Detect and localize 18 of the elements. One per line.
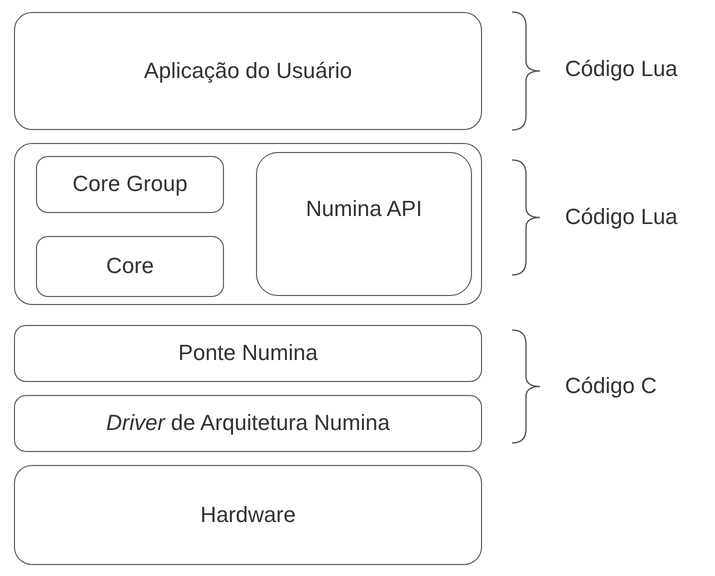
- code-type-label: Código C: [565, 373, 657, 399]
- layer-box: [14, 465, 482, 565]
- layer-label: Hardware: [200, 502, 296, 528]
- layer-label: Numina API: [304, 196, 424, 222]
- layer-label: Core Group: [72, 171, 188, 198]
- layer-box: [14, 325, 482, 382]
- layer-box: [14, 12, 482, 130]
- layer-box: [36, 156, 224, 213]
- code-type-label: Código Lua: [565, 204, 678, 230]
- code-type-label: Código Lua: [565, 56, 678, 82]
- layer-box: [256, 152, 472, 296]
- layer-box: [36, 236, 224, 297]
- layer-label: Core: [106, 253, 154, 280]
- layer-box: [14, 395, 482, 452]
- layer-label: Aplicação do Usuário: [144, 58, 352, 84]
- layer-label: Ponte Numina: [178, 340, 318, 367]
- layer-label: Driver de Arquitetura Numina: [106, 410, 390, 437]
- group-container: [14, 143, 482, 305]
